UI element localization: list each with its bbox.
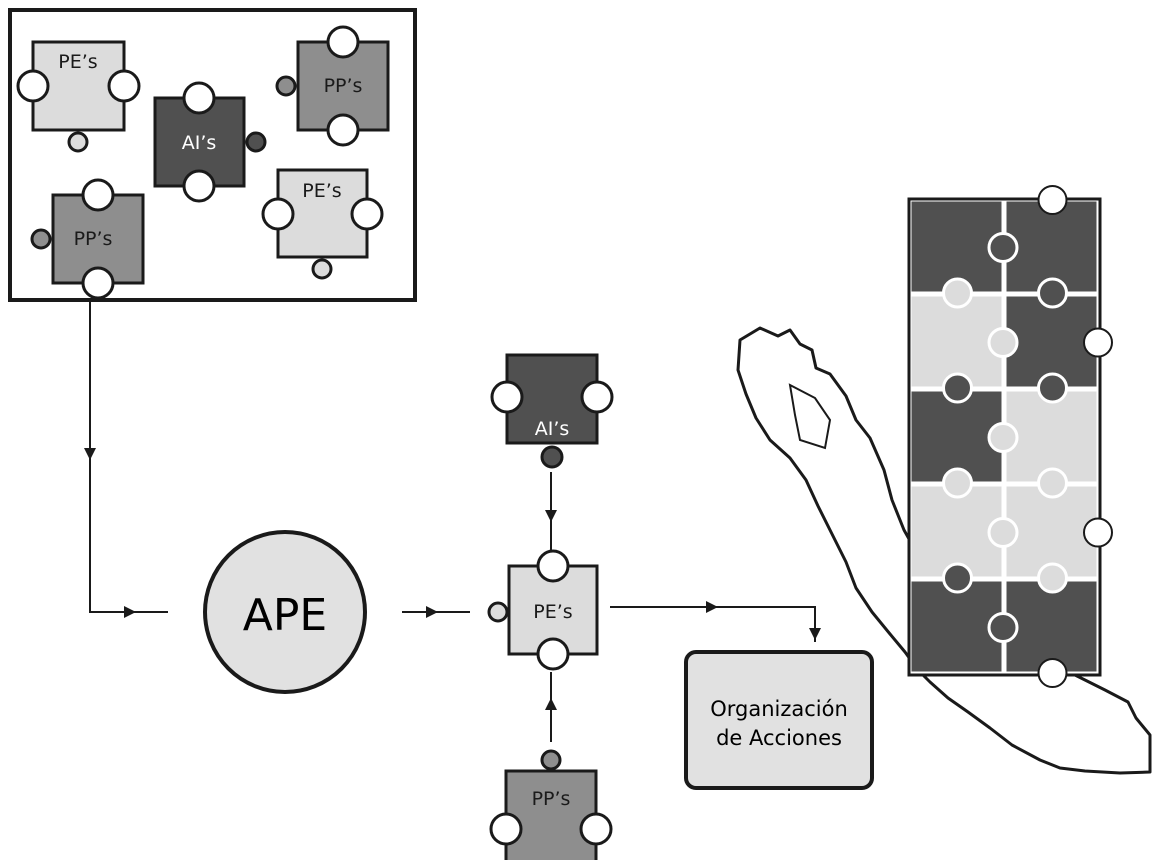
grid-piece-knob <box>987 327 1019 358</box>
grid-piece-knob <box>1037 277 1068 309</box>
organization-label-line1: Organización <box>710 697 848 721</box>
pool-piece-ai: AI’s <box>153 81 267 203</box>
arrowhead-icon <box>84 448 96 460</box>
grid-piece-knob <box>942 372 973 404</box>
arrowhead-icon <box>124 606 136 618</box>
grid-piece <box>1003 198 1100 295</box>
arrowhead-icon <box>426 606 438 618</box>
map-inner-coast <box>788 383 832 450</box>
arrowhead-icon <box>809 628 821 640</box>
map-outline <box>736 326 1152 775</box>
grid-edge-notch <box>1083 327 1113 358</box>
arrowhead-icon <box>706 601 718 613</box>
organization-node: Organización de Acciones <box>684 650 874 790</box>
grid-piece-knob <box>1037 562 1068 594</box>
piece-label: PE’s <box>302 180 341 202</box>
grid-piece-knob <box>1037 372 1068 404</box>
grid-piece-knob <box>987 517 1019 548</box>
flow-piece-pp: PP’s <box>489 749 613 860</box>
grid-piece-knob <box>987 232 1019 263</box>
puzzle-grid <box>907 185 1113 688</box>
ape-node: APE <box>203 530 367 694</box>
connector-ape-to-pe <box>402 606 470 618</box>
connector-ai-to-pe <box>545 472 557 552</box>
grid-piece-knob <box>942 277 973 309</box>
piece-label: PP’s <box>74 228 113 250</box>
grid-piece-knob <box>942 562 973 594</box>
grid-border <box>907 197 1102 677</box>
piece-label: PP’s <box>532 788 571 810</box>
grid-edge-notch <box>1037 658 1068 688</box>
ape-label: APE <box>243 590 327 641</box>
piece-label: PE’s <box>533 601 572 623</box>
grid-piece-knob <box>1037 467 1068 499</box>
flow-piece-pe: PE’s <box>487 549 599 671</box>
flow-piece-ai: AI’s <box>490 353 614 469</box>
connector-pe-to-organization <box>610 601 821 642</box>
grid-piece <box>908 578 1005 675</box>
grid-piece-knob <box>942 467 973 499</box>
piece-label: AI’s <box>535 418 570 440</box>
grid-edge-notch <box>1037 185 1068 215</box>
pool-piece-pe-1: PE’s <box>16 40 141 153</box>
piece-label: AI’s <box>182 132 217 154</box>
connector-pool-to-ape <box>84 300 168 618</box>
grid-piece-knob <box>987 612 1019 643</box>
piece-label: PP’s <box>324 75 363 97</box>
grid-piece-knob <box>987 422 1019 453</box>
grid-edge-notch <box>1083 517 1113 548</box>
connector-pp-to-pe <box>545 672 557 742</box>
pool-piece-pp-2: PP’s <box>30 178 145 300</box>
piece-label: PE’s <box>58 51 97 73</box>
pool-piece-pe-2: PE’s <box>261 168 384 280</box>
arrowhead-icon <box>545 698 557 710</box>
pool-piece-pp-1: PP’s <box>275 25 390 147</box>
arrowhead-icon <box>545 510 557 522</box>
organization-label-line2: de Acciones <box>716 726 842 750</box>
